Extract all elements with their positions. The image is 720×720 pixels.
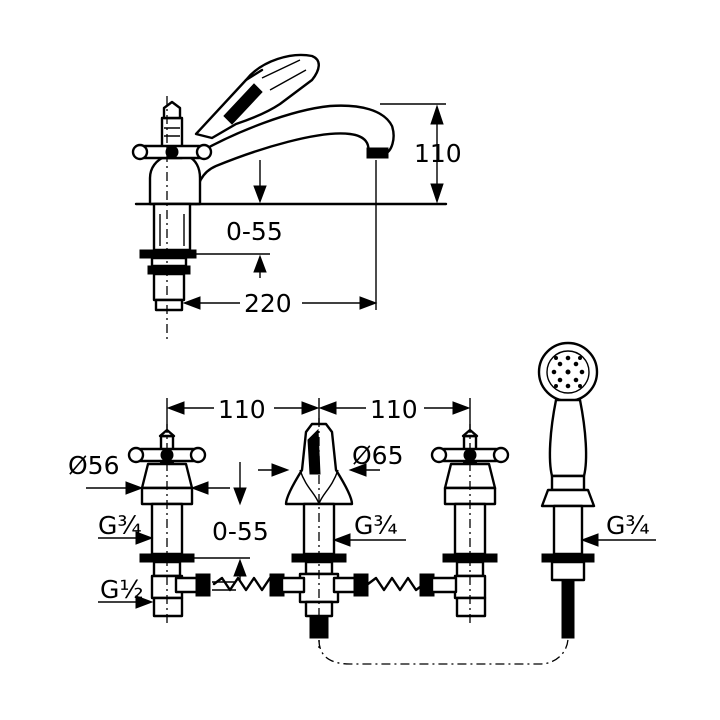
dim-diameter-handle: Ø56 bbox=[68, 451, 230, 495]
thread-right: G¾ bbox=[580, 511, 656, 547]
dim-diameter-spout-label: Ø65 bbox=[352, 441, 404, 470]
dim-adjust-top: 0-55 bbox=[190, 160, 283, 278]
connecting-hoses bbox=[174, 573, 458, 597]
dim-adjust-bottom-label: 0-55 bbox=[212, 517, 269, 546]
dim-reach-label: 220 bbox=[244, 289, 292, 318]
thread-left-label: G¾ bbox=[98, 511, 142, 540]
spout-outlet bbox=[366, 147, 389, 159]
thread-center: G¾ bbox=[332, 511, 406, 547]
thread-inlet: G½ bbox=[98, 575, 154, 609]
shower-nozzles bbox=[551, 355, 585, 389]
front-elevation: 110 110 bbox=[68, 341, 656, 665]
dim-height-label: 110 bbox=[414, 139, 462, 168]
dim-diameter-handle-label: Ø56 bbox=[68, 451, 120, 480]
hose-dash-line bbox=[318, 637, 569, 665]
mounting-shank bbox=[139, 96, 197, 342]
dim-reach-220: 220 bbox=[182, 160, 378, 318]
thread-right-label: G¾ bbox=[606, 511, 650, 540]
thread-center-label: G¾ bbox=[354, 511, 398, 540]
bath-spout bbox=[166, 104, 395, 206]
dim-diameter-spout: Ø65 bbox=[258, 441, 404, 477]
cross-handle-side bbox=[131, 100, 213, 161]
dim-adjust-top-label: 0-55 bbox=[226, 217, 283, 246]
dim-spacing-left-label: 110 bbox=[218, 395, 266, 424]
dim-adjust-bottom: 0-55 bbox=[194, 462, 269, 582]
hand-shower-front bbox=[537, 341, 599, 639]
thread-inlet-label: G½ bbox=[100, 575, 144, 604]
dim-height-110: 110 bbox=[380, 103, 462, 204]
side-elevation: 110 0-55 220 bbox=[131, 53, 462, 342]
dim-spacing-right-label: 110 bbox=[370, 395, 418, 424]
thread-left: G¾ bbox=[98, 511, 154, 545]
hand-shower-grip-shading bbox=[223, 83, 263, 125]
valve-body bbox=[148, 154, 202, 206]
